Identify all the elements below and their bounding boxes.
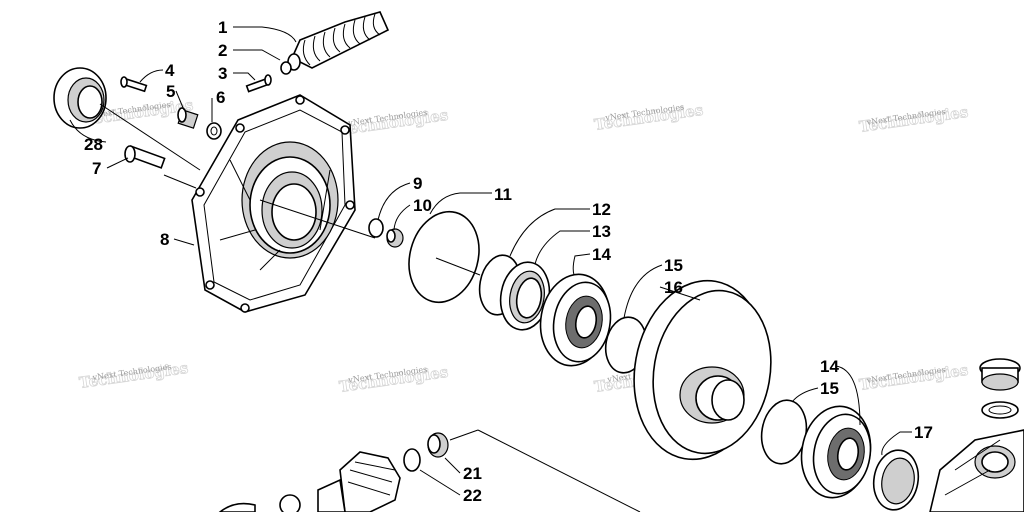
callout-16: 16 [664,278,683,297]
bolt-part-4 [120,76,148,93]
bolt-part-7 [124,145,197,189]
callout-4: 4 [165,61,175,80]
callout-1: 1 [218,18,227,37]
callout-3: 3 [218,64,227,83]
callout-17: 17 [914,423,933,442]
bearing-part-14b [800,405,872,499]
callout-labels: 1 2 3 4 5 6 7 8 9 10 11 12 13 14 15 16 1… [84,18,933,505]
bearing-part-14a [539,273,612,367]
callout-21: 21 [463,464,482,483]
callout-22: 22 [463,486,482,505]
callout-12: 12 [592,200,611,219]
boot-part [287,11,390,71]
washer-part [206,122,222,140]
callout-14a: 14 [592,245,611,264]
disc-part-16 [633,279,772,461]
o-ring-part-11 [408,210,481,304]
callout-6: 6 [216,88,225,107]
callout-28: 28 [84,135,103,154]
callout-13: 13 [592,222,611,241]
o-ring-part [280,61,292,75]
ring-part-9 [368,218,384,238]
gear-case-part [929,358,1024,512]
callout-15a: 15 [664,256,683,275]
seal-cap-part [53,67,201,171]
callout-15b: 15 [820,379,839,398]
plug-part-10 [386,228,404,248]
ring-part-22 [403,448,421,472]
leader-lines [69,26,912,496]
pin-part [245,74,272,93]
callout-14b: 14 [820,357,839,376]
bushing-part [177,107,199,129]
housing-cover-part [191,94,376,313]
callout-8: 8 [160,230,169,249]
callout-9: 9 [413,174,422,193]
callout-11: 11 [494,185,512,204]
seal-part-13 [499,261,551,331]
callout-5: 5 [166,82,175,101]
seal-part-17 [872,449,920,511]
callout-7: 7 [92,159,101,178]
callout-2: 2 [218,41,227,60]
pinion-shaft-part [218,429,641,512]
callout-10: 10 [413,196,432,215]
